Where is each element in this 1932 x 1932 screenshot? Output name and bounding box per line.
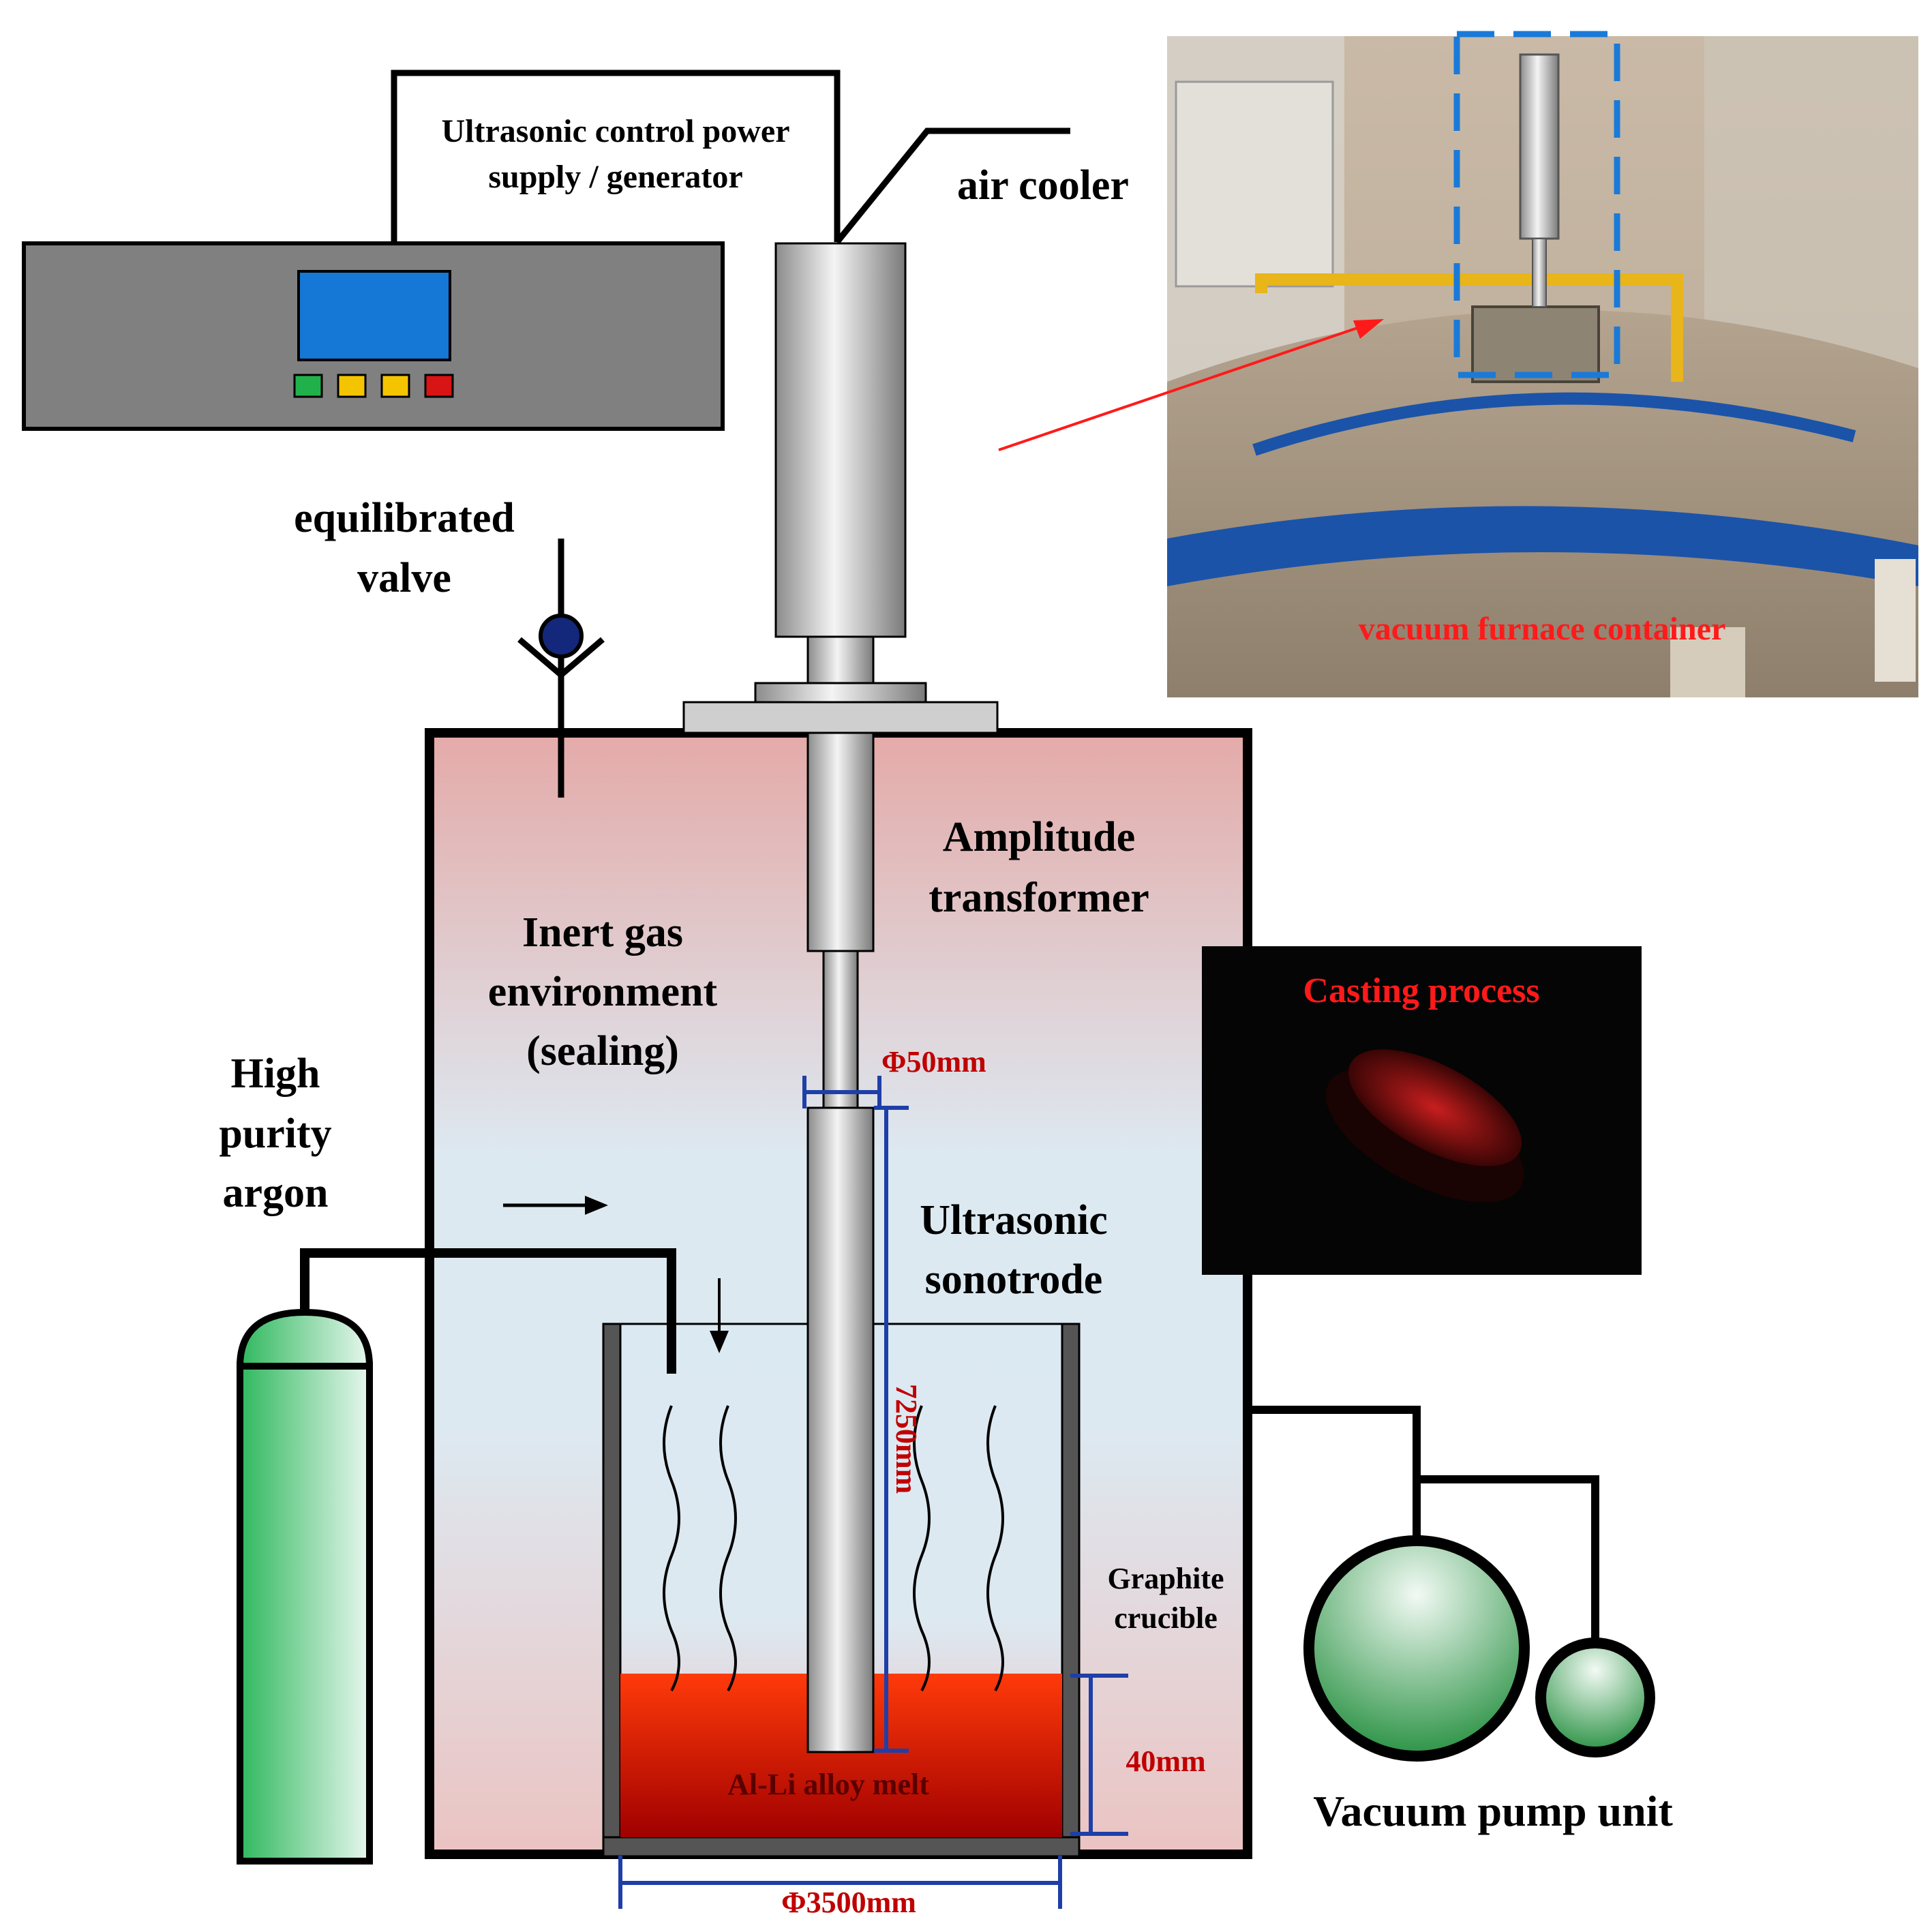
power-supply-unit: [22, 241, 725, 431]
downward-arrow-icon: [710, 1278, 729, 1353]
valve-knob-icon: [539, 614, 584, 659]
power-supply-label-1: Ultrasonic control power: [441, 113, 789, 149]
argon-label-2: purity: [219, 1111, 331, 1157]
melt-depth-label: 40mm: [1126, 1745, 1205, 1778]
transducer-highlight-box: [1453, 31, 1620, 378]
yellow-indicator-button: [337, 374, 367, 398]
argon-cylinder: [236, 1308, 374, 1865]
power-supply-label-2: supply / generator: [488, 159, 742, 195]
crucible-right-wall: [1061, 1323, 1081, 1858]
inert-gas-label-2: environment: [488, 969, 718, 1015]
crucible-diameter-label: Φ3500mm: [781, 1886, 916, 1919]
gas-flow-lines: [663, 1405, 1004, 1691]
equilibrated-valve: [517, 539, 605, 798]
melt-label: Al-Li alloy melt: [727, 1768, 929, 1801]
furnace-yellow-pipe: [1255, 273, 1683, 382]
crucible-diameter-dimension: [618, 1856, 1062, 1909]
argon-label-1: High: [231, 1051, 320, 1097]
furnace-transducer: [1519, 53, 1560, 240]
green-indicator-button: [293, 374, 323, 398]
crucible-base: [602, 1836, 1081, 1858]
red-indicator-button: [424, 374, 454, 398]
sonotrode-immersed: [806, 1106, 875, 1753]
amplitude-transformer-rod: [806, 731, 875, 952]
argon-gas-line: [300, 1248, 676, 1374]
valve-label-1: equilibrated: [294, 495, 515, 541]
melt-depth-dimension: [1070, 1674, 1128, 1836]
inert-gas-label-1: Inert gas: [522, 909, 683, 956]
valve-label-2: valve: [357, 555, 451, 601]
transducer-housing: [774, 242, 907, 638]
flange-upper: [754, 682, 927, 704]
furnace-photo-caption: vacuum furnace container: [1359, 611, 1726, 647]
vacuum-pump-label: Vacuum pump unit: [1313, 1787, 1673, 1835]
vacuum-pump-small: [1535, 1637, 1655, 1757]
amplitude-label-1: Amplitude: [943, 814, 1135, 860]
sonotrode-length-dimension: [874, 1106, 909, 1753]
amplitude-label-2: transformer: [929, 875, 1149, 921]
sonotrode-length-label: 7250mm: [890, 1384, 923, 1494]
sonotrode-label-1: Ultrasonic: [920, 1197, 1108, 1243]
generator-screen: [297, 270, 451, 361]
vacuum-furnace-photo: vacuum furnace container: [1167, 31, 1918, 698]
molten-glow: [1348, 1049, 1522, 1166]
argon-cylinder-body: [237, 1361, 373, 1865]
yellow-indicator-button-2: [380, 374, 410, 398]
vacuum-pump-large: [1303, 1535, 1530, 1762]
flange-plate: [682, 701, 999, 734]
argon-label-3: argon: [223, 1170, 329, 1216]
crucible-label-2: crucible: [1114, 1601, 1218, 1635]
crucible-label-1: Graphite: [1107, 1562, 1224, 1595]
power-cable: [391, 70, 841, 243]
sonotrode-diameter-dimension: [802, 1076, 881, 1108]
inert-gas-label-3: (sealing): [526, 1028, 679, 1074]
furnace-blue-ring: [1167, 506, 1918, 586]
air-cooler-label: air cooler: [957, 162, 1129, 209]
argon-flow-arrow-icon: [503, 1196, 608, 1215]
transducer-neck: [806, 635, 875, 684]
casting-photo-caption: Casting process: [1303, 971, 1539, 1010]
crucible-left-wall: [602, 1323, 622, 1858]
sonotrode-connector: [822, 950, 859, 1115]
vacuum-line-main: [1248, 1406, 1421, 1541]
vacuum-line-branch: [1417, 1475, 1599, 1643]
casting-process-photo: Casting process: [1202, 946, 1642, 1275]
argon-cylinder-dome: [236, 1308, 374, 1370]
furnace-port: [1471, 305, 1600, 383]
air-cooler-line: [834, 127, 1070, 244]
furnace-pointer-arrow-icon: [998, 319, 1384, 451]
sonotrode-diameter-label: Φ50mm: [881, 1045, 986, 1078]
sonotrode-label-2: sonotrode: [925, 1256, 1103, 1303]
